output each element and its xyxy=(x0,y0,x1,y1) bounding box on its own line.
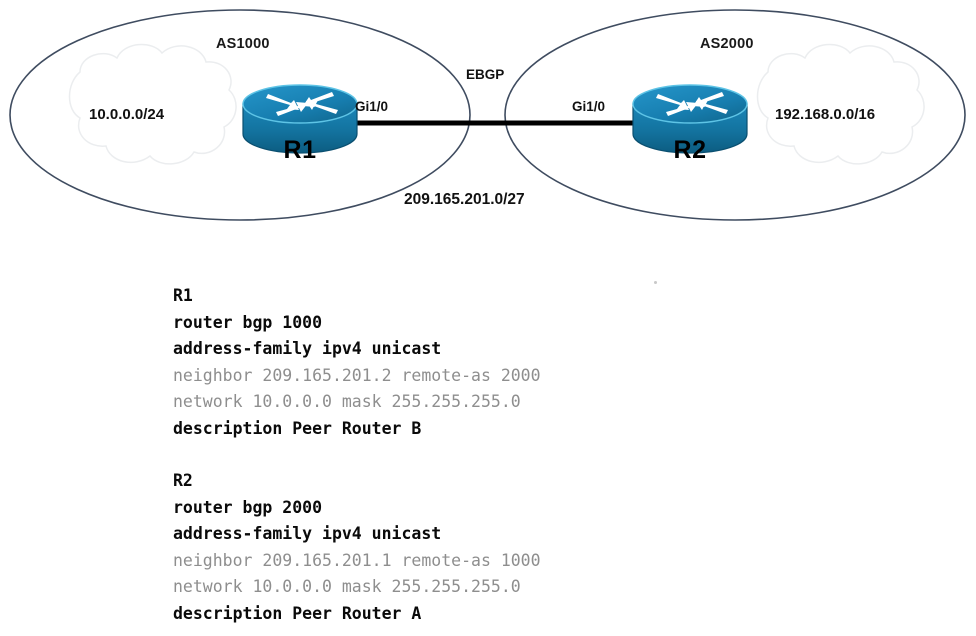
router-label-r2-wrap: R2 xyxy=(630,96,750,180)
router-label-r2: R2 xyxy=(673,136,707,164)
config-block-r1: R1 router bgp 1000 address-family ipv4 uni… xyxy=(173,283,773,442)
router-label-r1-wrap: R1 xyxy=(240,96,360,180)
config-line: network 10.0.0.0 mask 255.255.255.0 xyxy=(173,392,521,411)
router-label-r1: R1 xyxy=(283,136,317,164)
config-line: router bgp 2000 xyxy=(173,497,323,517)
as-label-as2000: AS2000 xyxy=(700,36,754,52)
router-icon-r1[interactable] xyxy=(242,84,358,154)
router-icon-r2[interactable] xyxy=(632,84,748,154)
network-cloud-right xyxy=(756,43,925,165)
config-line: address-family ipv4 unicast xyxy=(173,339,442,358)
config-line: neighbor 209.165.201.2 remote-as 2000 xyxy=(173,365,541,385)
cloud-label-left: 10.0.0.0/24 xyxy=(89,106,165,123)
scan-speck xyxy=(654,281,657,284)
config-line: network 10.0.0.0 mask 255.255.255.0 xyxy=(173,577,521,596)
config-line: description Peer Router A xyxy=(173,603,422,623)
config-line: address-family ipv4 unicast xyxy=(173,524,442,543)
config-line: R2 xyxy=(173,471,193,490)
config-line: neighbor 209.165.201.1 remote-as 1000 xyxy=(173,550,541,570)
config-line: R1 xyxy=(173,286,193,305)
as-label-as1000: AS1000 xyxy=(216,36,270,52)
config-line: router bgp 1000 xyxy=(173,312,323,332)
topology-canvas xyxy=(9,9,966,221)
config-line: description Peer Router B xyxy=(173,418,422,438)
network-topology: R1 R2 AS1000 AS2000 10.0.0.0/24 192.168.… xyxy=(0,0,976,240)
interface-label-r1-gi1-0: Gi1/0 xyxy=(355,99,389,114)
link-subnet-label: 209.165.201.0/27 xyxy=(404,191,525,208)
interface-label-r2-gi1-0: Gi1/0 xyxy=(572,99,606,114)
network-cloud-left xyxy=(68,43,237,165)
cloud-label-right: 192.168.0.0/16 xyxy=(775,106,876,123)
router-configurations: R1 router bgp 1000 address-family ipv4 uni… xyxy=(173,283,773,627)
config-block-r2: R2 router bgp 2000 address-family ipv4 uni… xyxy=(173,468,773,627)
link-label-ebgp: EBGP xyxy=(466,67,505,82)
